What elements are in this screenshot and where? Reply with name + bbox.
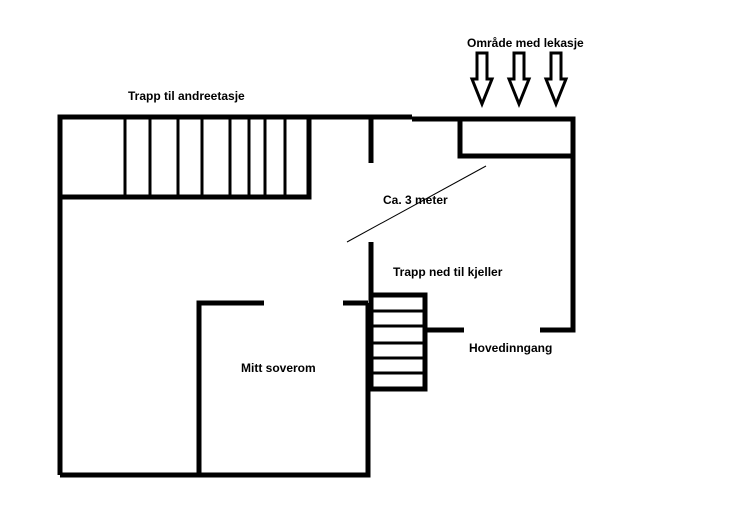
outer-wall-top-left <box>57 114 412 475</box>
bedroom-label: Mitt soverom <box>241 361 316 375</box>
stairs-up-label: Trapp til andreetasje <box>128 89 245 103</box>
bedroom-wall <box>196 300 264 475</box>
outer-wall-bottom <box>60 303 371 478</box>
down-arrow-icon <box>543 51 569 109</box>
outer-walls <box>57 114 576 478</box>
distance-label: Ca. 3 meter <box>383 193 448 207</box>
distance-line <box>346 165 487 243</box>
entrance-label: Hovedinngang <box>469 341 552 355</box>
down-arrow-icon <box>506 51 532 109</box>
leak-arrows <box>469 51 569 109</box>
leak-area-box <box>457 116 576 159</box>
leak-area-label: Område med lekasje <box>467 36 584 50</box>
stairs-up <box>57 114 312 200</box>
outer-wall-right <box>540 117 576 333</box>
bedroom <box>196 300 368 475</box>
stairs-up-frame <box>57 114 312 200</box>
stairs-down <box>368 292 428 392</box>
stairs-down-label: Trapp ned til kjeller <box>393 265 503 279</box>
down-arrow-icon <box>469 51 495 109</box>
